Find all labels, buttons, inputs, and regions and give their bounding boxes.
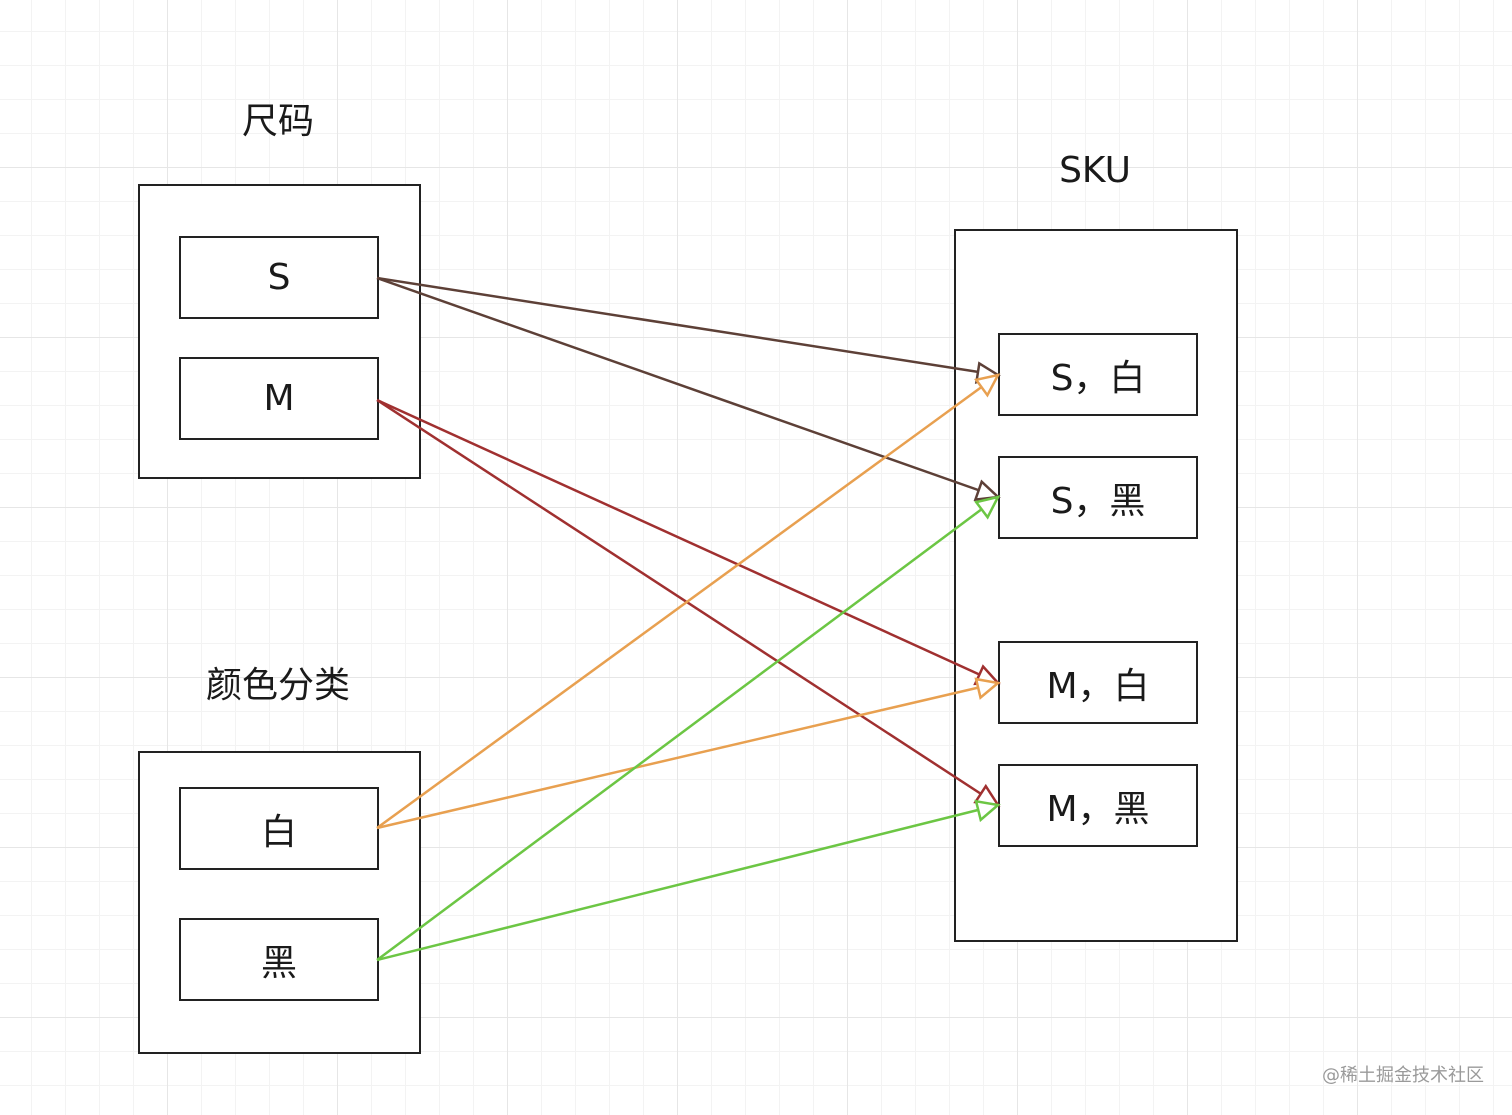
size-node-m[interactable]: M — [179, 357, 379, 440]
sku-group-title: SKU — [1059, 150, 1131, 191]
color-node-white[interactable]: 白 — [179, 787, 379, 870]
edge-black-to-m-black[interactable] — [376, 799, 1001, 962]
sku-node-m-white[interactable]: M，白 — [998, 641, 1198, 724]
color-group-title: 颜色分类 — [205, 665, 350, 706]
watermark-text: @稀土掘金技术社区 — [1322, 1065, 1484, 1086]
edge-m-to-m-white[interactable] — [376, 398, 1001, 686]
sku-node-s-white[interactable]: S，白 — [998, 333, 1198, 416]
edge-black-to-s-black[interactable] — [376, 495, 1001, 962]
size-group-title: 尺码 — [241, 101, 314, 142]
color-node-black[interactable]: 黑 — [179, 918, 379, 1001]
edge-s-to-s-black[interactable] — [376, 276, 1001, 502]
edge-white-to-m-white[interactable] — [376, 677, 1001, 830]
edge-m-to-m-black[interactable] — [376, 398, 1001, 807]
edge-white-to-s-white[interactable] — [376, 373, 1001, 830]
sku-node-s-black[interactable]: S，黑 — [998, 456, 1198, 539]
edge-s-to-s-white[interactable] — [376, 276, 1001, 385]
sku-node-m-black[interactable]: M，黑 — [998, 764, 1198, 847]
size-node-s[interactable]: S — [179, 236, 379, 319]
